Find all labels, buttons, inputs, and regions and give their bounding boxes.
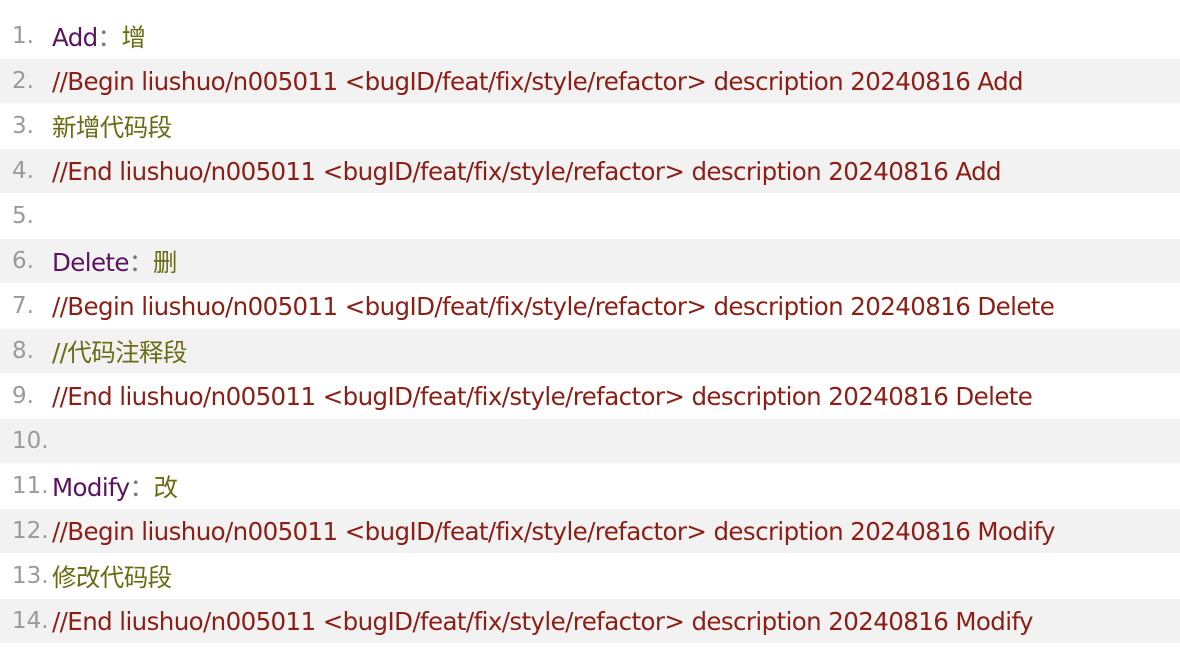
begin-comment: //Begin liushuo/n005011 <bugID/feat/fix/… (52, 291, 1055, 321)
modify-value: 改 (153, 472, 179, 502)
line-number: 7. (12, 293, 34, 319)
modify-keyword: Modify (52, 472, 130, 502)
line-number: 12. (12, 518, 49, 544)
code-line-2: 2. //Begin liushuo/n005011 <bugID/feat/f… (0, 59, 1180, 103)
code-snippet: 新增代码段 (52, 112, 172, 142)
line-number: 3. (12, 113, 34, 139)
end-comment: //End liushuo/n005011 <bugID/feat/fix/st… (52, 156, 1002, 186)
line-number: 14. (12, 608, 49, 634)
code-snippet: 修改代码段 (52, 562, 172, 592)
line-number: 6. (12, 248, 34, 274)
end-comment: //End liushuo/n005011 <bugID/feat/fix/st… (52, 606, 1034, 636)
colon: ： (128, 247, 154, 277)
code-snippet: //代码注释段 (52, 337, 187, 367)
line-number: 13. (12, 563, 49, 589)
line-number: 5. (12, 203, 34, 229)
code-line-9: 9. //End liushuo/n005011 <bugID/feat/fix… (0, 374, 1180, 418)
begin-comment: //Begin liushuo/n005011 <bugID/feat/fix/… (52, 66, 1024, 96)
colon: ： (97, 22, 123, 52)
code-line-14: 14. //End liushuo/n005011 <bugID/feat/fi… (0, 599, 1180, 643)
code-line-6: 6. Delete：删 (0, 239, 1180, 283)
line-number: 11. (12, 473, 49, 499)
colon: ： (129, 472, 155, 502)
code-line-5: 5. (0, 194, 1180, 238)
line-text: Modify：改 (52, 469, 179, 504)
add-keyword: Add (52, 22, 98, 52)
line-number: 4. (12, 158, 34, 184)
code-line-10: 10. (0, 419, 1180, 463)
code-line-1: 1. Add：增 (0, 14, 1180, 58)
delete-value: 删 (152, 247, 178, 277)
line-text: Delete：删 (52, 244, 177, 279)
code-line-13: 13. 修改代码段 (0, 554, 1180, 598)
end-comment: //End liushuo/n005011 <bugID/feat/fix/st… (52, 381, 1033, 411)
code-line-8: 8. //代码注释段 (0, 329, 1180, 373)
line-number: 9. (12, 383, 34, 409)
line-number: 8. (12, 338, 34, 364)
line-number: 2. (12, 68, 34, 94)
line-number: 1. (12, 23, 34, 49)
line-number: 10. (12, 428, 49, 454)
code-line-11: 11. Modify：改 (0, 464, 1180, 508)
begin-comment: //Begin liushuo/n005011 <bugID/feat/fix/… (52, 516, 1056, 546)
code-line-7: 7. //Begin liushuo/n005011 <bugID/feat/f… (0, 284, 1180, 328)
code-line-3: 3. 新增代码段 (0, 104, 1180, 148)
add-value: 增 (121, 22, 147, 52)
code-line-4: 4. //End liushuo/n005011 <bugID/feat/fix… (0, 149, 1180, 193)
code-line-12: 12. //Begin liushuo/n005011 <bugID/feat/… (0, 509, 1180, 553)
delete-keyword: Delete (52, 247, 130, 277)
line-text: Add：增 (52, 19, 147, 54)
